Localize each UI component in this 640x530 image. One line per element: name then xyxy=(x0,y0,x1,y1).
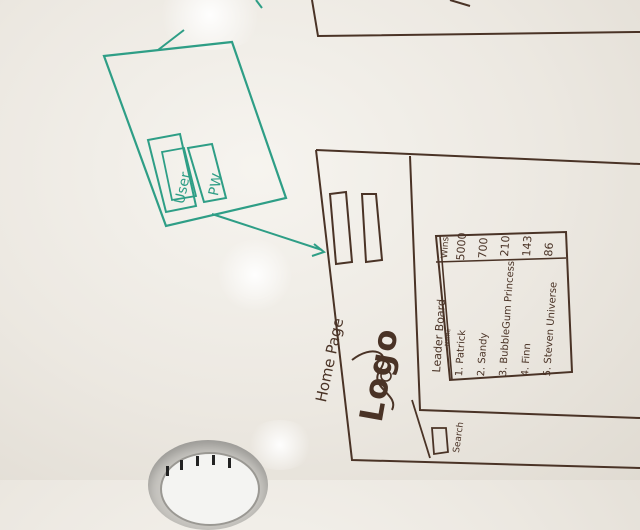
leaderboard-name-header: Name xyxy=(444,328,453,347)
leaderboard-row-wins: 700 xyxy=(476,237,491,259)
leaderboard-row-wins: 5000 xyxy=(454,232,469,261)
home-page-wireframe xyxy=(315,149,640,469)
clock-tick xyxy=(196,456,199,466)
leaderboard-row-wins: 86 xyxy=(542,242,556,257)
leaderboard-row-wins: 143 xyxy=(520,235,535,257)
clock-face xyxy=(160,452,260,526)
leaderboard-row-name: 4. Finn xyxy=(520,342,534,377)
clock-tick xyxy=(228,458,231,468)
login-popup-sketch xyxy=(102,0,327,257)
leaderboard-wins-header: Wins xyxy=(440,236,452,259)
clock-tick xyxy=(212,455,215,465)
glare-center xyxy=(215,240,295,310)
top-sketch-fragment xyxy=(311,0,640,38)
leaderboard-row-wins: 210 xyxy=(498,235,513,257)
clock-tick xyxy=(180,460,183,470)
clock-tick xyxy=(166,466,169,476)
